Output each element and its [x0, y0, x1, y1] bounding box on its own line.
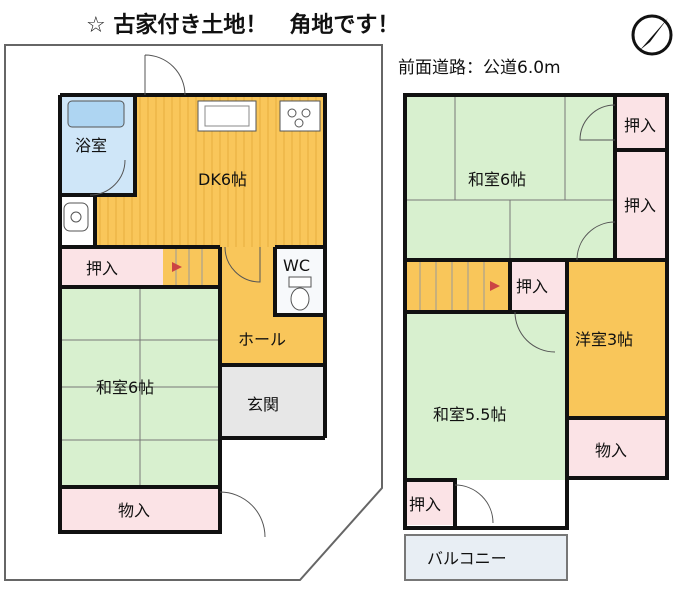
balcony — [404, 534, 568, 581]
floor-2: 和室6帖 押入 押入 押入 洋室3帖 和室5.5帖 物入 押入 バルコニー — [403, 93, 669, 581]
label-closet-2f-2: 押入 — [624, 196, 656, 215]
label-japanese-room-6-2f: 和室6帖 — [468, 170, 526, 189]
label-wc: WC — [283, 256, 310, 275]
bathtub-icon — [67, 100, 125, 128]
label-storage-1f: 物入 — [118, 501, 150, 520]
label-hall: ホール — [238, 330, 286, 349]
storage-1f — [60, 487, 220, 532]
dk-room — [95, 95, 325, 247]
storage-2f — [567, 418, 667, 478]
label-balcony: バルコニー — [427, 549, 507, 568]
hall — [220, 247, 325, 365]
stairs-icon — [172, 247, 203, 287]
label-storage-2f: 物入 — [595, 441, 627, 460]
tatami-lines-2f — [405, 95, 615, 260]
toilet-icon — [288, 276, 312, 311]
label-japanese-room-5-5: 和室5.5帖 — [433, 405, 506, 424]
tatami-lines — [60, 287, 220, 487]
label-western-room: 洋室3帖 — [575, 330, 633, 349]
japanese-room-5-5 — [405, 312, 567, 480]
closet-2f-bottom — [405, 480, 455, 525]
closet-2f-mid — [510, 260, 567, 312]
stairs-icon — [419, 260, 500, 312]
label-entrance: 玄関 — [247, 395, 279, 414]
closet-2f-2 — [615, 150, 667, 260]
floor-1: 浴室 DK6帖 押入 WC ホール 和室6帖 玄関 物入 — [58, 54, 327, 538]
hallway-2f — [455, 480, 567, 525]
doors-2f — [454, 104, 616, 524]
label-dk: DK6帖 — [198, 170, 247, 189]
closet-1f — [60, 247, 163, 287]
entrance — [220, 365, 325, 438]
label-closet-2f-1: 押入 — [624, 116, 656, 135]
walls-1f — [58, 93, 327, 534]
stove-icon — [279, 100, 321, 132]
road-note: 前面道路：公道6.0m — [398, 58, 561, 78]
stairs-1f — [163, 247, 220, 287]
doors-1f — [89, 54, 266, 538]
label-closet-1f: 押入 — [86, 259, 118, 278]
western-room — [567, 260, 667, 418]
label-closet-2f-bottom: 押入 — [409, 495, 441, 514]
label-bath: 浴室 — [75, 136, 107, 155]
washbasin-icon — [63, 202, 89, 232]
sink-icon — [197, 100, 257, 132]
label-japanese-room-6: 和室6帖 — [96, 378, 154, 397]
closet-2f-1 — [615, 95, 667, 150]
label-closet-2f-mid: 押入 — [516, 277, 548, 296]
walls-2f — [403, 93, 669, 530]
compass-icon — [631, 14, 673, 56]
lot-outline — [4, 44, 383, 581]
title: ☆ 古家付き土地！ 角地です！ — [86, 12, 399, 38]
